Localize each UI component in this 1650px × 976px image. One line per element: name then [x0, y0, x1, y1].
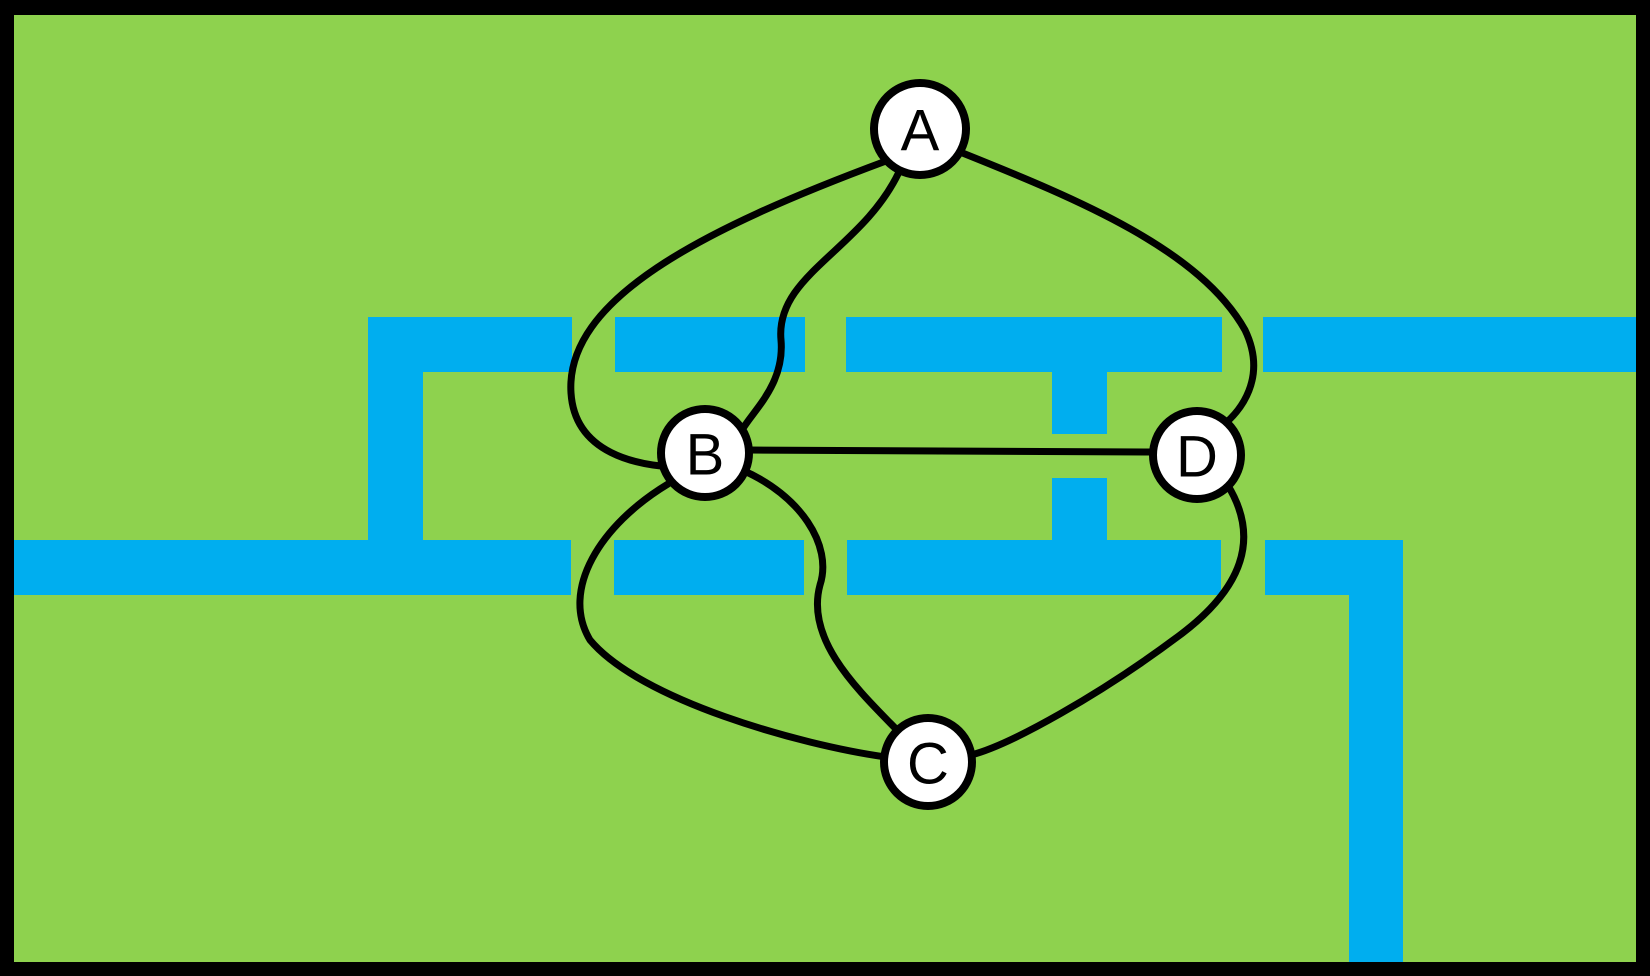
water-segment-lower-row-seg-1 [14, 540, 571, 595]
water-segment-upper-row-seg-2 [615, 317, 805, 372]
node-circle-b[interactable] [657, 405, 753, 501]
graph-edges [567, 148, 1258, 761]
graph-edge-b-c-2 [738, 466, 901, 734]
water-segment-center-upper-stub [1052, 372, 1107, 434]
graph-edge-a-b-2 [734, 168, 903, 451]
water-segment-center-lower-stub [1052, 478, 1107, 540]
water-segment-upper-row-seg-4 [1263, 317, 1636, 372]
graph-edge-b-c-1 [576, 480, 890, 761]
node-circle-c[interactable] [880, 714, 976, 810]
node-label-b: B [686, 423, 725, 488]
graph-edge-a-b-1 [567, 157, 890, 471]
graph-node-d[interactable]: D [1149, 407, 1245, 503]
water-segment-upper-row-seg-3 [846, 317, 1222, 372]
water-network [14, 317, 1636, 962]
water-segment-upper-row-seg-1 [368, 317, 572, 372]
graph-edge-a-d [956, 148, 1258, 430]
graph-edge-d-c [967, 480, 1248, 759]
node-label-a: A [901, 99, 940, 164]
node-label-d: D [1176, 425, 1218, 490]
graph-node-c[interactable]: C [880, 714, 976, 810]
node-circle-d[interactable] [1149, 407, 1245, 503]
graph-node-a[interactable]: A [870, 79, 970, 179]
node-label-c: C [907, 732, 949, 797]
water-segment-lower-row-seg-3 [847, 540, 1221, 595]
water-segment-lower-row-seg-2 [614, 540, 804, 595]
node-circle-a[interactable] [870, 79, 970, 179]
graph-nodes: A B C D [657, 79, 1245, 810]
graph-edge-b-d [745, 446, 1157, 456]
graph-node-b[interactable]: B [657, 405, 753, 501]
water-segment-lower-right-vertical [1349, 540, 1403, 962]
